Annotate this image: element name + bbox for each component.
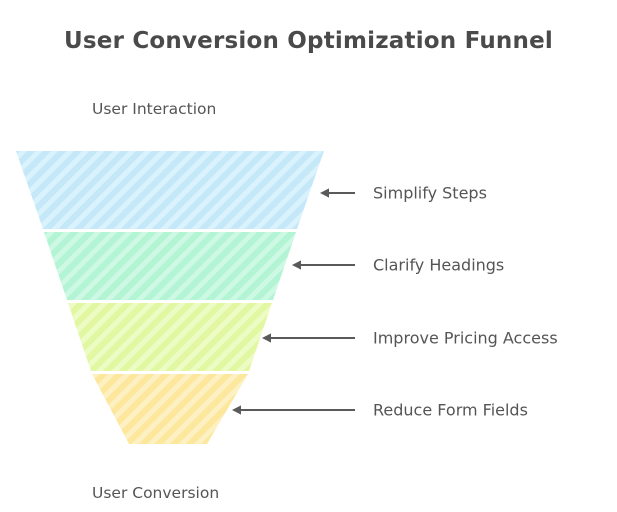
annotation-label: Simplify Steps: [373, 183, 487, 203]
funnel-bands: [16, 151, 324, 444]
annotation-label: Clarify Headings: [373, 255, 505, 275]
funnel-top-caption: User Interaction: [92, 100, 217, 118]
annotation-arrow-head-icon: [232, 405, 241, 415]
funnel-band-1: [16, 151, 324, 229]
annotation-label: Reduce Form Fields: [373, 400, 528, 420]
annotation-arrow-head-icon: [292, 260, 301, 270]
annotation-arrow-head-icon: [262, 333, 271, 343]
funnel-band-2: [44, 232, 296, 300]
funnel-band-3: [68, 303, 272, 371]
annotation-arrows: [232, 188, 355, 415]
page-title: User Conversion Optimization Funnel: [64, 28, 553, 54]
funnel-bottom-caption: User Conversion: [92, 484, 220, 502]
annotation-label: Improve Pricing Access: [373, 328, 558, 348]
annotation-arrow-head-icon: [320, 188, 329, 198]
funnel-band-4: [92, 374, 248, 444]
